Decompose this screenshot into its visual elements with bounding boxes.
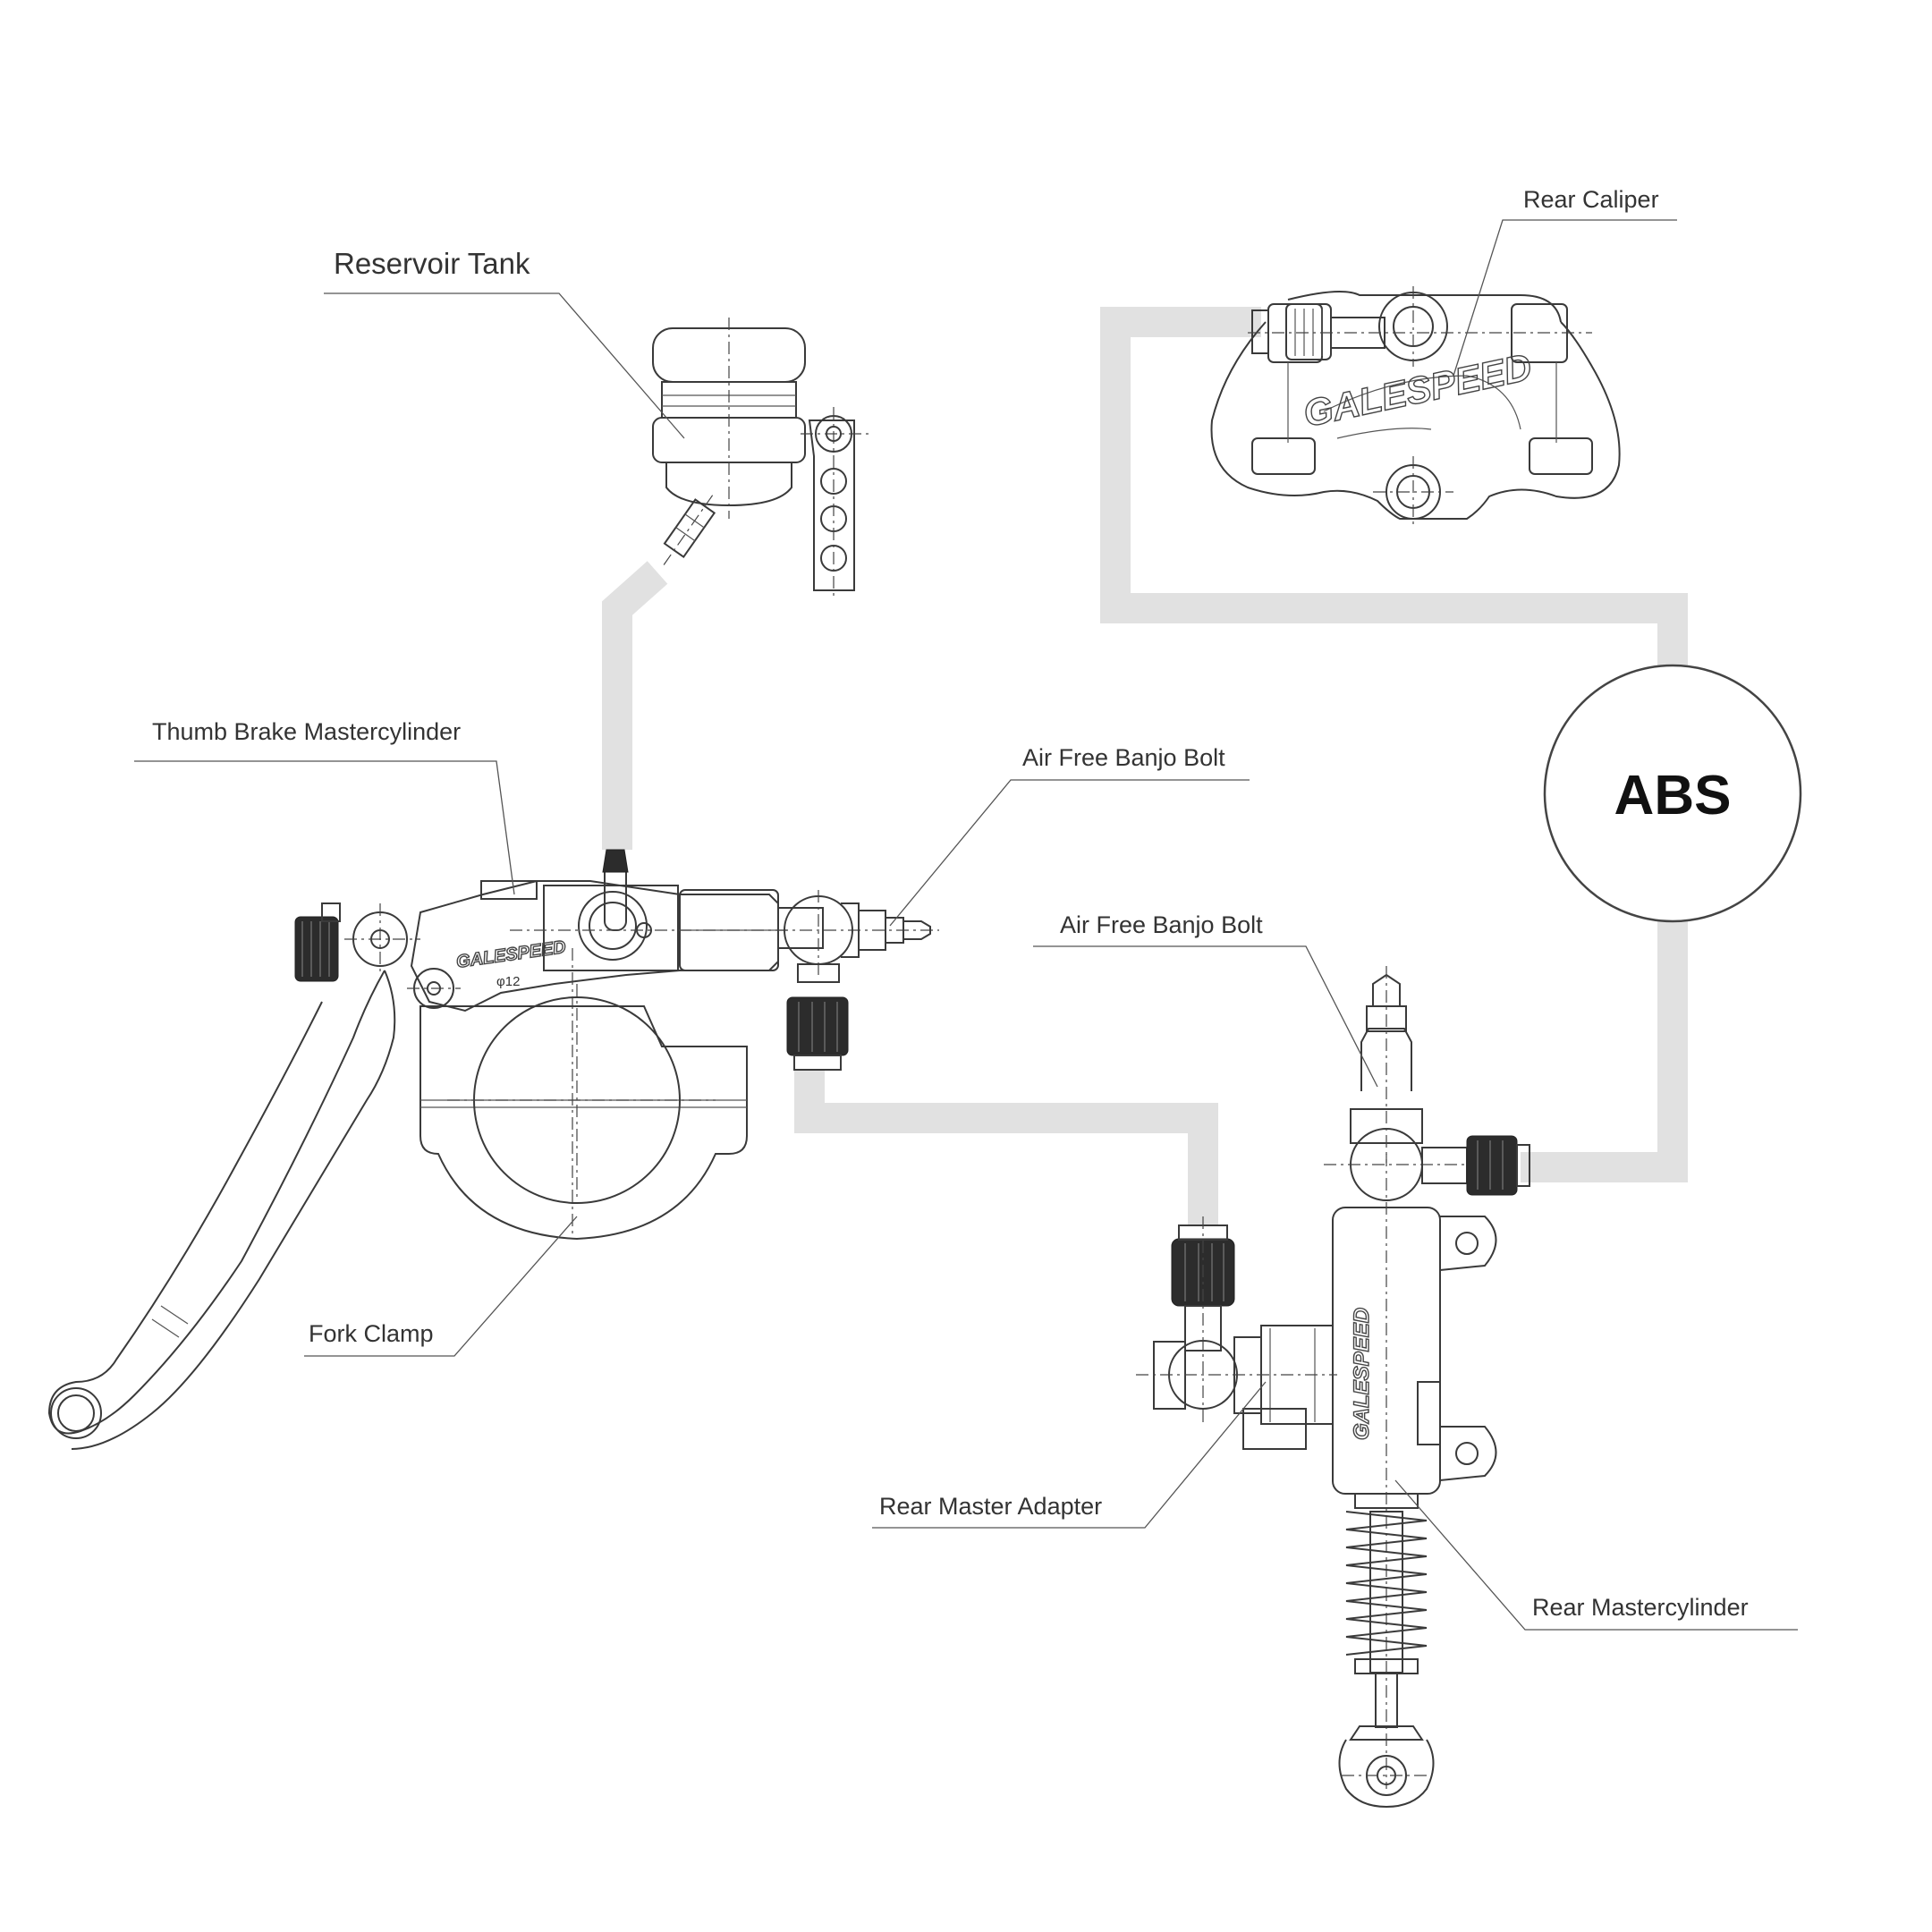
- abs-label: ABS: [1614, 765, 1732, 826]
- rear-master-adapter: [1136, 1216, 1337, 1450]
- leader-rear-caliper: [1453, 219, 1677, 377]
- hose-abs-to-rear-master: [1521, 917, 1688, 1182]
- rear-master-brand-mark: GALESPEED: [1350, 1308, 1374, 1440]
- label-fork-clamp: Fork Clamp: [309, 1320, 434, 1347]
- caliper-brand-mark: GALESPEED: [1300, 345, 1535, 435]
- fork-clamp: [419, 984, 748, 1241]
- leader-fork-clamp: [304, 1216, 578, 1357]
- leader-reservoir-tank: [324, 292, 685, 439]
- mastercylinder-brand-mark: GALESPEED: [455, 937, 567, 972]
- label-reservoir-tank: Reservoir Tank: [334, 247, 530, 280]
- callouts: Reservoir Tank Rear Caliper Thumb Brake …: [134, 186, 1798, 1631]
- leader-air-free-banjo-bolt-rear: [1033, 945, 1378, 1088]
- rear-caliper: GALESPEED: [1210, 286, 1621, 528]
- abs-unit: ABS: [1543, 664, 1802, 923]
- label-air-free-banjo-bolt-front: Air Free Banjo Bolt: [1022, 744, 1225, 771]
- hose-thumb-master-to-rear-adapter: [794, 1069, 1218, 1225]
- label-rear-mastercylinder: Rear Mastercylinder: [1532, 1594, 1749, 1621]
- hose-caliper-loop-to-abs: [1100, 307, 1688, 671]
- abs-circle: [1543, 664, 1802, 923]
- thumb-brake-mastercylinder: GALESPEED φ12: [47, 849, 939, 1450]
- brake-hoses: [602, 307, 1688, 1225]
- front-air-free-banjo-bolt: [784, 890, 931, 1071]
- hose-reservoir-to-thumb-master: [602, 561, 668, 850]
- rear-mastercylinder: GALESPEED: [1324, 966, 1530, 1809]
- label-rear-master-adapter: Rear Master Adapter: [879, 1493, 1102, 1520]
- leader-rear-mastercylinder: [1394, 1479, 1798, 1631]
- reservoir-tank: [652, 318, 872, 599]
- label-rear-caliper: Rear Caliper: [1523, 186, 1659, 213]
- bore-marking: φ12: [496, 974, 520, 989]
- label-thumb-brake-mastercylinder: Thumb Brake Mastercylinder: [152, 718, 461, 745]
- leader-air-free-banjo-bolt-front: [889, 779, 1250, 927]
- leader-rear-master-adapter: [872, 1381, 1267, 1529]
- label-air-free-banjo-bolt-rear: Air Free Banjo Bolt: [1060, 911, 1263, 938]
- leader-thumb-brake-mastercylinder: [134, 760, 515, 895]
